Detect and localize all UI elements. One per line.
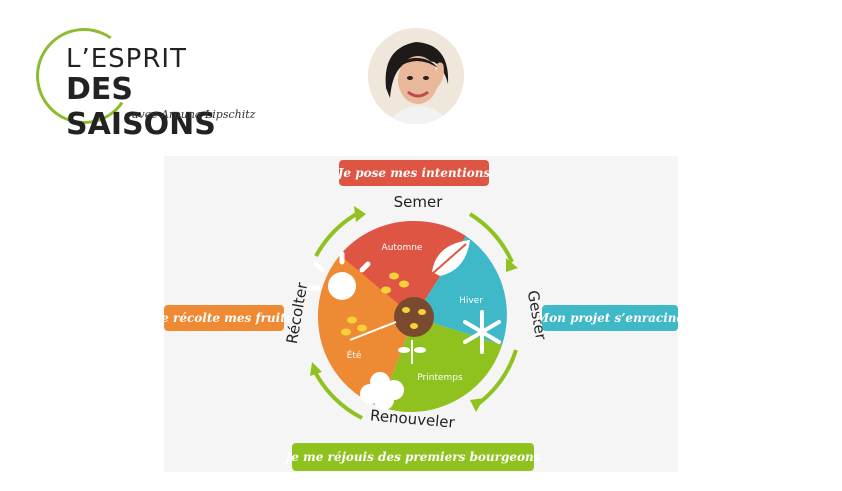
arrow-bottom-left (312, 369, 363, 420)
callout-top: Je pose mes intentions (338, 160, 490, 186)
season-label-winter: Hiver (459, 296, 483, 306)
avatar (368, 28, 464, 124)
hub-spoke (349, 321, 397, 341)
arrowhead-3 (470, 398, 484, 412)
arrowhead-4 (310, 362, 322, 376)
flower-icon (360, 372, 404, 410)
season-label-spring: Printemps (417, 373, 463, 383)
snowflake-icon (463, 310, 501, 354)
seeds-icon (341, 272, 409, 336)
logo-subtitle: avec Arouna Lipschitz (132, 108, 256, 121)
arrow-top-right (468, 212, 514, 263)
quadrant-summer (317, 317, 414, 407)
hub-seeds (402, 307, 426, 329)
cycle-word-bottom: Renouveler (369, 406, 456, 431)
sprout-icon (398, 340, 426, 364)
wheel-hub (394, 297, 434, 337)
season-label-summer: Été (347, 349, 362, 361)
arrowhead-1 (354, 206, 366, 222)
callout-left: Je récolte mes fruits (156, 305, 293, 331)
cycle-word-top: Semer (394, 193, 444, 211)
portrait-avatar-icon (368, 28, 464, 124)
season-label-autumn: Automne (382, 243, 423, 253)
callout-bottom: Je me réjouis des premiers bourgeons (286, 443, 540, 471)
quadrant-autumn-upper (340, 220, 414, 317)
quadrant-summer-upper (317, 255, 414, 317)
leaf-icon (431, 240, 470, 276)
callout-right: Mon projet s’enracine (536, 305, 684, 331)
logo-title-line2: DES SAISONS (66, 72, 216, 142)
quadrant-spring (380, 317, 502, 412)
arrow-heads (310, 206, 518, 412)
sun-icon (307, 251, 371, 300)
arrowhead-2 (506, 258, 518, 272)
brand-logo: L’ESPRIT DES SAISONS avec Arouna Lipschi… (28, 20, 276, 142)
logo-title-line1: L’ESPRIT (66, 44, 187, 74)
